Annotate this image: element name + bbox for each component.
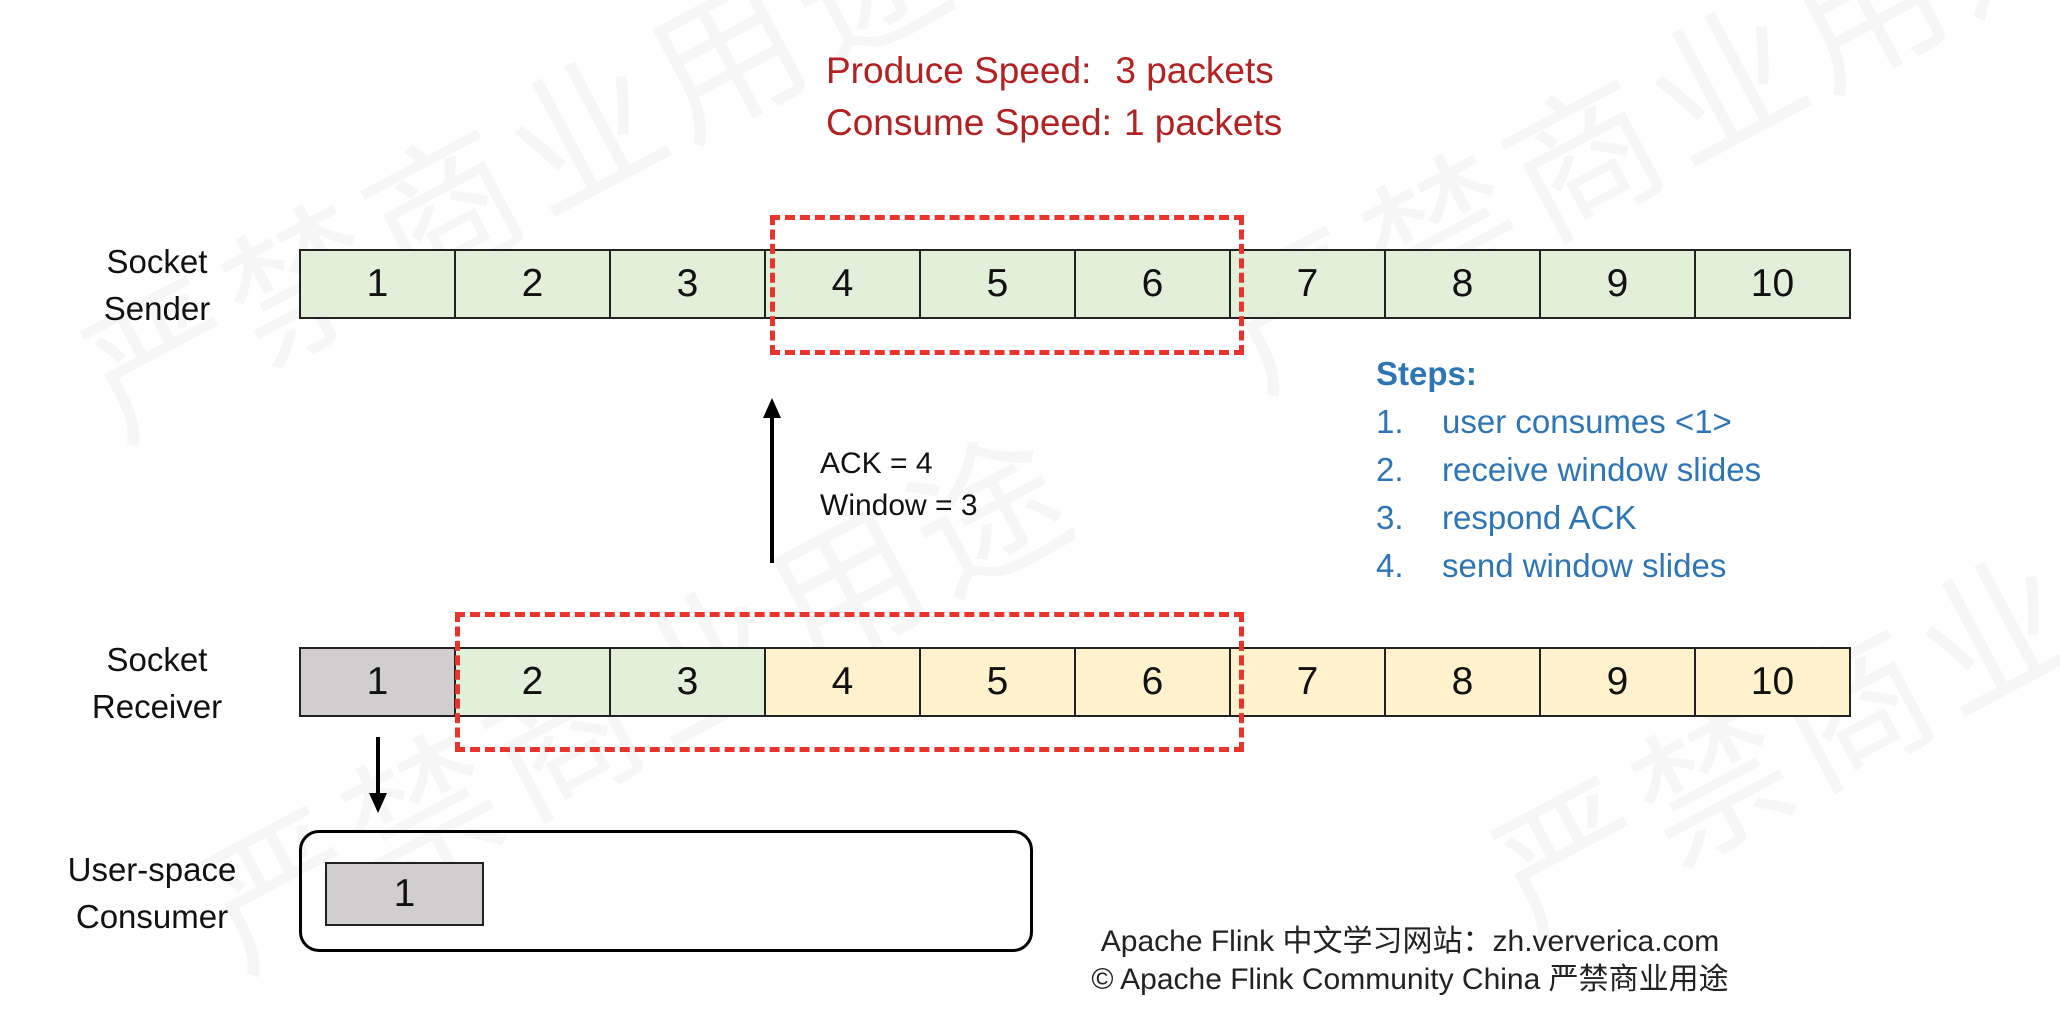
receiver-cell: 4	[764, 647, 921, 717]
sender-cell: 8	[1384, 249, 1541, 319]
send-window	[770, 215, 1244, 355]
receiver-cell: 8	[1384, 647, 1541, 717]
receive-window	[455, 612, 1244, 752]
produce-speed-value: 3 packets	[1115, 50, 1274, 91]
sender-cell: 1	[299, 249, 456, 319]
consumer-buffer	[299, 830, 1033, 952]
receiver-cell: 10	[1694, 647, 1851, 717]
step-item: 4.send window slides	[1376, 547, 1727, 584]
produce-speed: Produce Speed: 3 packets	[826, 45, 1274, 97]
sender-cell: 7	[1229, 249, 1386, 319]
socket-receiver-label: Socket Receiver	[91, 641, 223, 725]
receiver-cell: 7	[1229, 647, 1386, 717]
steps-title: Steps:	[1376, 355, 1477, 392]
step-item: 3.respond ACK	[1376, 499, 1637, 536]
consume-speed-label: Consume Speed:	[826, 102, 1112, 143]
footer-copyright: © Apache Flink Community China 严禁商业用途	[1091, 963, 1729, 996]
sender-cell: 5	[919, 249, 1076, 319]
steps-list: Steps: 1.user consumes <1> 2.receive win…	[1376, 350, 1761, 590]
consume-arrow	[376, 737, 380, 795]
sender-cell: 3	[609, 249, 766, 319]
consume-arrow-head	[369, 793, 387, 813]
receiver-cell: 2	[454, 647, 611, 717]
step-item: 1.user consumes <1>	[1376, 403, 1732, 440]
consumer-cell: 1	[325, 862, 484, 926]
user-space-consumer-label: User-space Consumer	[67, 851, 237, 935]
sender-buffer: 1 2 3 4 5 6 7 8 9 10	[299, 249, 1851, 319]
sender-cell: 4	[764, 249, 921, 319]
receiver-cell-consumed: 1	[299, 647, 456, 717]
step-item: 2.receive window slides	[1376, 451, 1762, 488]
sender-cell: 9	[1539, 249, 1696, 319]
consume-speed: Consume Speed: 1 packets	[826, 97, 1282, 149]
produce-speed-label: Produce Speed:	[826, 50, 1092, 91]
consume-speed-value: 1 packets	[1123, 102, 1283, 143]
footer-website: Apache Flink 中文学习网站：zh.ververica.com	[1100, 925, 1720, 958]
ack-label: ACK = 4 Window = 3	[820, 447, 978, 522]
socket-sender-label: Socket Sender	[103, 243, 211, 327]
receiver-cell: 9	[1539, 647, 1696, 717]
ack-arrow	[770, 415, 774, 563]
sender-cell: 10	[1694, 249, 1851, 319]
receiver-buffer: 1 2 3 4 5 6 7 8 9 10	[299, 647, 1851, 717]
sender-cell: 2	[454, 249, 611, 319]
ack-arrow-head	[763, 398, 781, 418]
